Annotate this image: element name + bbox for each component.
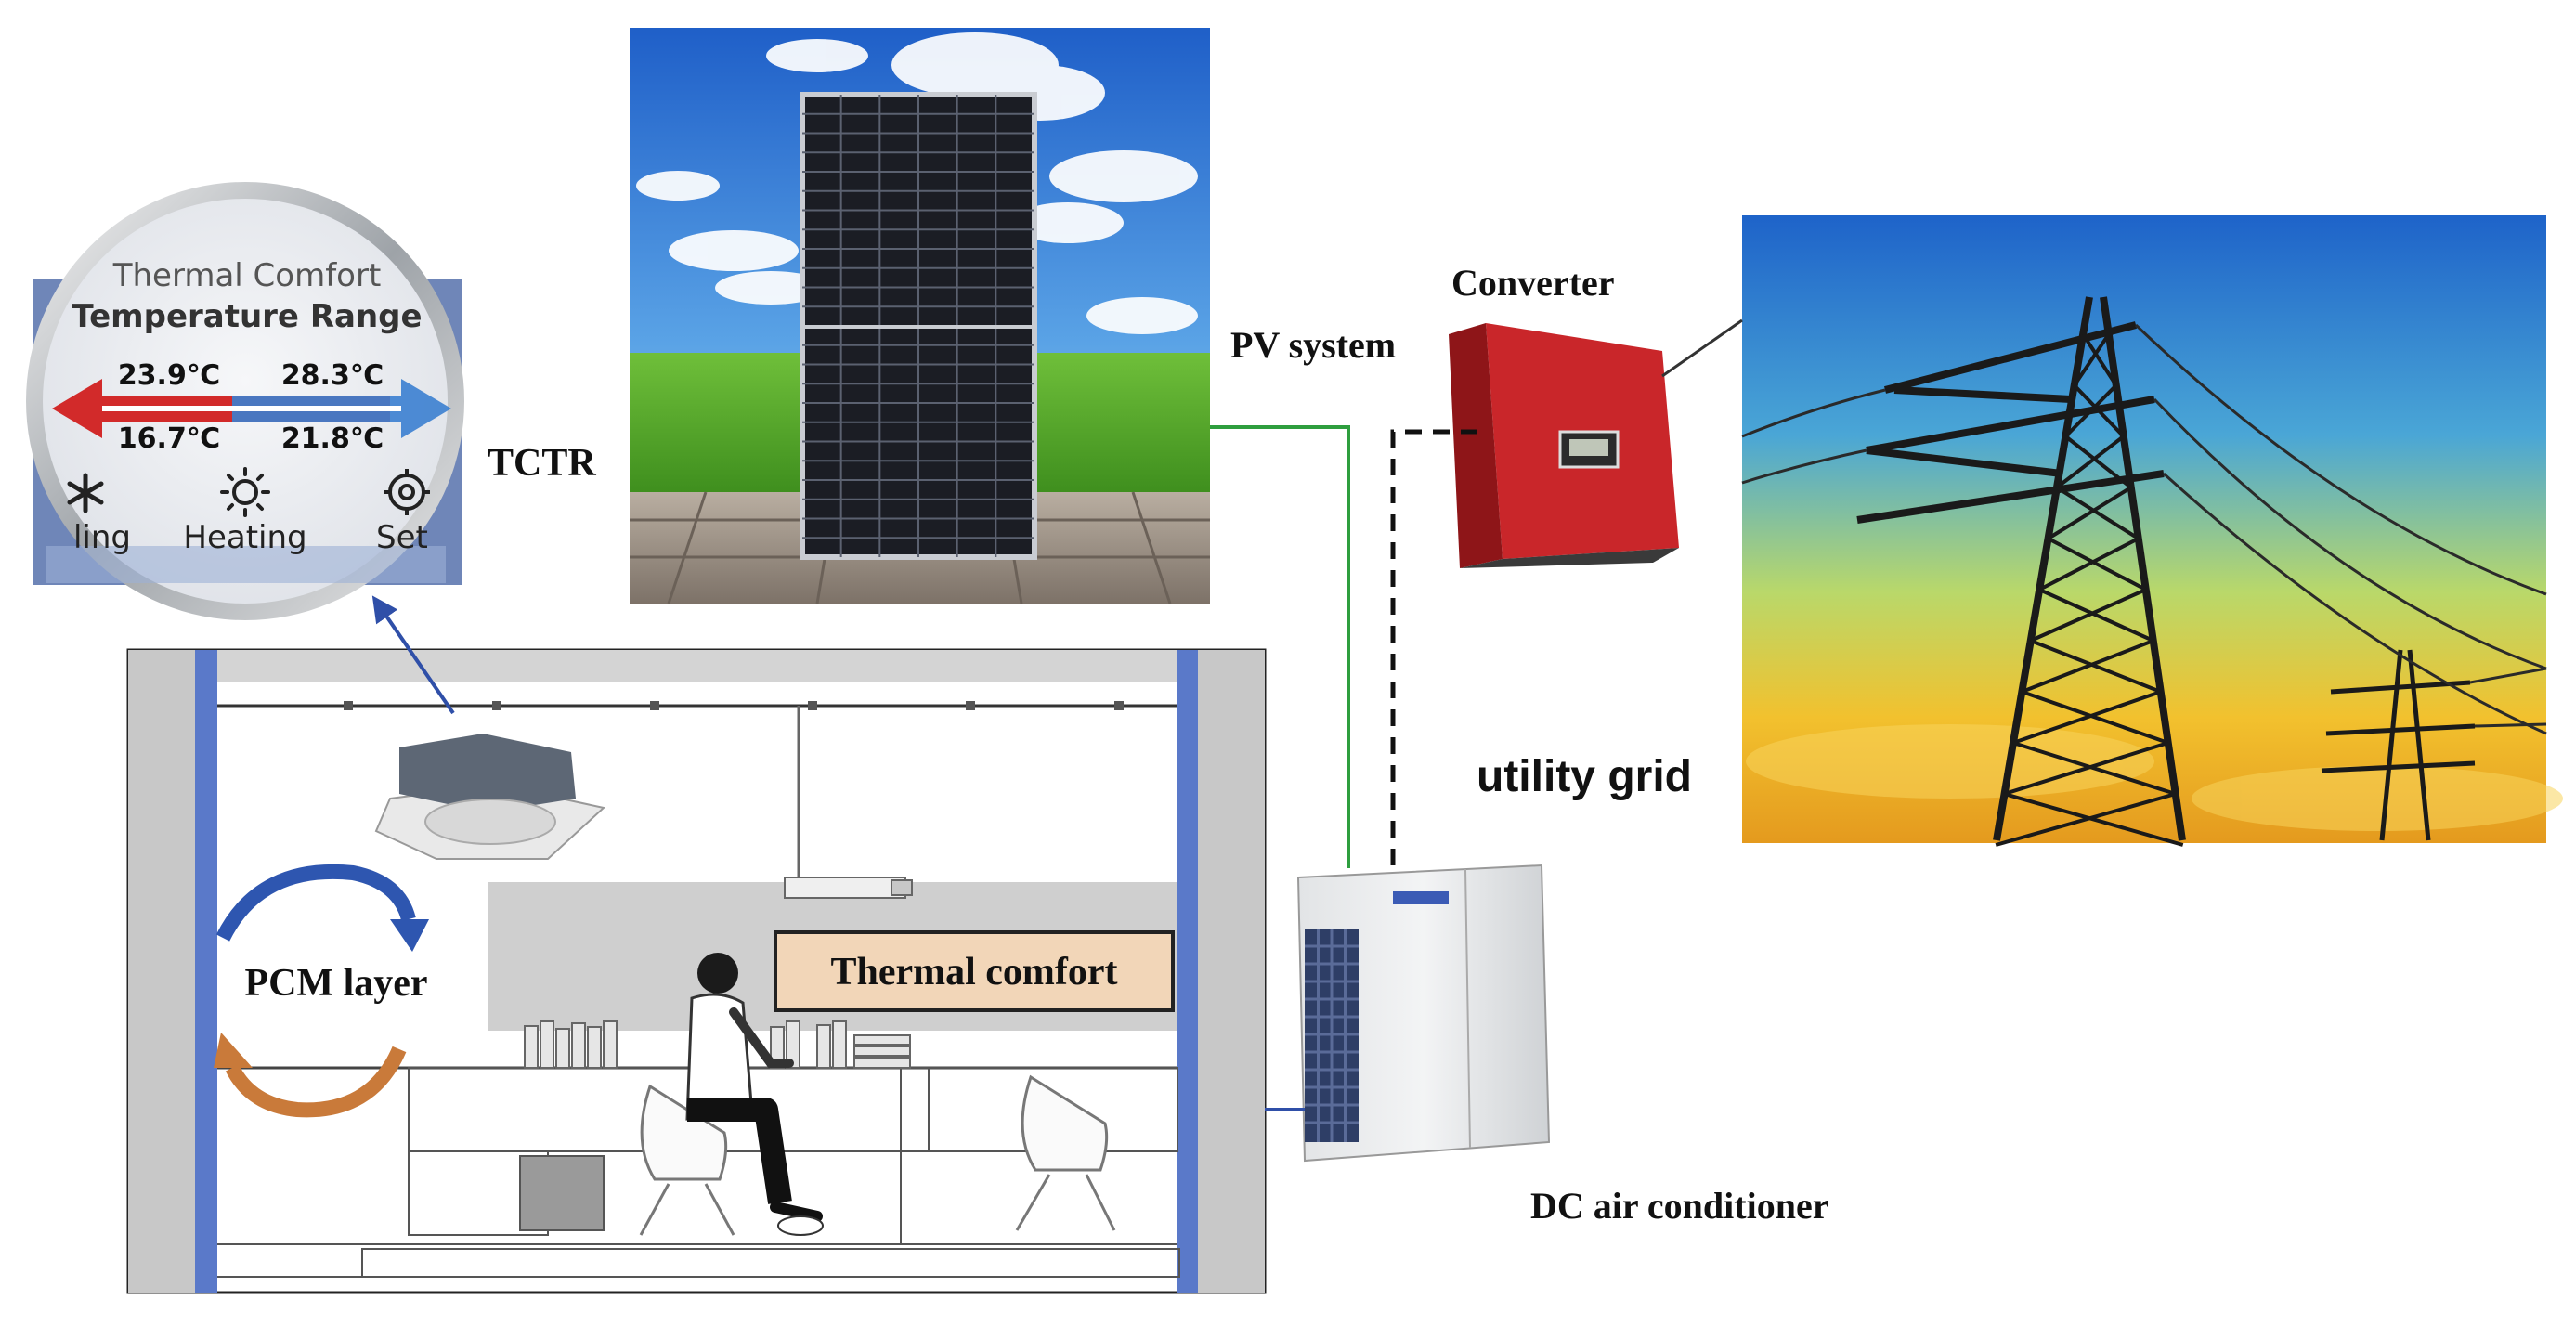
- cassette-indoor-unit: [374, 734, 606, 860]
- thermal-comfort-box: [774, 930, 1175, 1012]
- utility-grid-label: utility grid: [1477, 752, 1692, 801]
- seated-person: [685, 953, 824, 1236]
- pcm-circulation-arrows: [214, 864, 429, 1118]
- heating-lower-temp: 21.8℃: [281, 422, 384, 455]
- pv-power-line: [1210, 425, 1350, 868]
- converter-dashed-line: [1390, 429, 1484, 865]
- thermal-comfort-label: Thermal comfort: [830, 951, 1117, 994]
- dc-air-conditioner-unit: [1265, 864, 1551, 1163]
- mode-setting-label: Set: [376, 519, 428, 556]
- converter-label: Converter: [1451, 262, 1614, 304]
- snowflake-icon: [67, 473, 104, 513]
- utility-grid-photo: [1741, 215, 2563, 847]
- mode-cooling-label: ling: [73, 519, 131, 556]
- pv-panel-photo: [630, 28, 1210, 604]
- heating-upper-temp: 28.3℃: [281, 359, 384, 392]
- thermostat-title-line1: Thermal Comfort: [112, 257, 382, 294]
- mode-heating-label: Heating: [183, 519, 306, 556]
- sun-icon: [220, 467, 270, 517]
- tctr-label: TCTR: [488, 442, 596, 485]
- cooling-upper-temp: 23.9℃: [118, 359, 220, 392]
- tctr-link-arrow: [371, 595, 455, 715]
- room-section: Thermal comfort PCM layer: [126, 648, 1267, 1294]
- converter-grid-line: [1661, 318, 1743, 378]
- tctr-thermostat: Thermal Comfort Temperature Range 23.9℃ …: [26, 182, 464, 620]
- thermostat-title-line2: Temperature Range: [72, 298, 422, 335]
- dc-air-conditioner-label: DC air conditioner: [1530, 1185, 1828, 1227]
- converter-device: [1449, 323, 1679, 568]
- pv-system-label: PV system: [1230, 324, 1396, 366]
- pcm-layer-label: PCM layer: [244, 962, 427, 1005]
- gear-icon: [384, 469, 430, 515]
- cooling-lower-temp: 16.7℃: [118, 422, 220, 455]
